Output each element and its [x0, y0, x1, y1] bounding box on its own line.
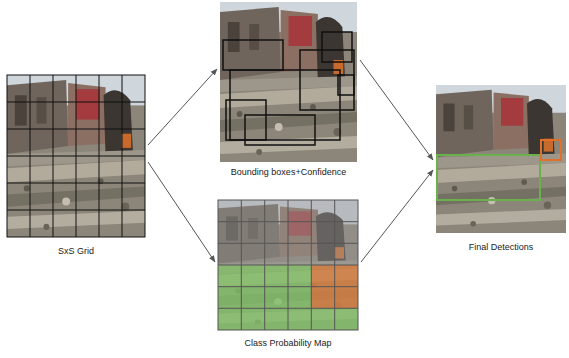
image-panel: Class Probability Map	[216, 200, 360, 349]
flow-arrow	[360, 60, 433, 160]
bounding-box-image	[220, 2, 357, 162]
panel-caption: SxS Grid	[5, 246, 147, 257]
grid-image	[7, 75, 145, 237]
panel-caption: Bounding boxes+Confidence	[218, 167, 359, 178]
flow-arrow	[148, 162, 215, 262]
image-panel: SxS Grid	[5, 75, 147, 257]
panel-caption: Class Probability Map	[216, 338, 360, 349]
flow-arrow	[361, 170, 433, 262]
image-panel: Final Detections	[434, 85, 568, 253]
final-detection-image	[436, 85, 566, 233]
class-probability-image	[218, 200, 358, 330]
flow-arrow	[148, 69, 217, 145]
image-panel: Bounding boxes+Confidence	[218, 2, 359, 178]
panel-caption: Final Detections	[434, 242, 568, 253]
